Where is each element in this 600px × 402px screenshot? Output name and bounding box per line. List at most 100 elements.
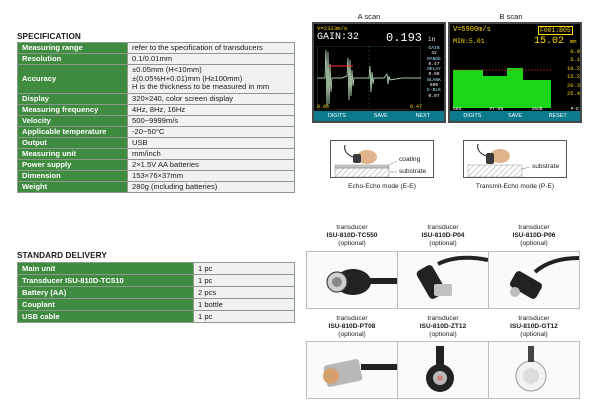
transmit-echo-caption: Transmit-Echo mode (P-E) <box>475 183 555 190</box>
spec-value: 500~9999m/s <box>127 115 295 127</box>
transducer-model: ISU-810D-P06 <box>512 232 556 239</box>
delivery-item: Main unit <box>17 262 194 275</box>
transducer-note: (optional) <box>338 240 366 247</box>
a-scan-axis-min: 0.00 <box>317 104 330 110</box>
spec-value: refer to the specification of transducer… <box>127 42 295 54</box>
a-scan-unit: in <box>428 36 436 43</box>
spec-value-line: ±0.05mm (H<10mm) <box>132 65 202 75</box>
spec-label: Dimension <box>17 170 128 182</box>
b-scan-reading: 15.02 <box>534 36 565 47</box>
b-scan-scale-label: 0.0 <box>570 49 580 55</box>
spec-value-line: 280g (including batteries) <box>132 181 218 191</box>
spec-value: ±0.05mm (H<10mm)±(0.05%H+0.01)mm (H≥100m… <box>127 64 295 94</box>
a-scan-parameter: GAIN <box>428 46 440 51</box>
a-scan-parameter: RANGE <box>427 56 441 62</box>
echo-echo-illustration <box>334 144 398 178</box>
transducer-probe-icon <box>509 256 579 299</box>
spec-label: Measuring unit <box>17 148 128 160</box>
delivery-quantity: 1 pc <box>193 274 295 287</box>
transducer-probe-icon <box>515 346 547 392</box>
spec-label: Power supply <box>17 159 128 171</box>
a-scan-waveform <box>317 46 421 110</box>
transducer-prefix: transducer <box>336 315 368 322</box>
b-scan-title: B scan <box>499 12 523 21</box>
delivery-row: Battery (AA)2 pcs <box>17 286 295 299</box>
transducer-model: ISU-810D-GT12 <box>510 323 558 330</box>
b-scan-file: F001:B05 <box>538 26 573 35</box>
transmit-echo-substrate-label: substrate <box>532 163 560 170</box>
b-scan-scale-label: 25.4 <box>567 91 580 98</box>
delivery-quantity: 2 pcs <box>193 286 295 299</box>
spec-value-line: 0.1/0.01mm <box>132 53 173 63</box>
b-scan-scale-label: 15.2 <box>567 74 580 81</box>
spec-value: 153×76×37mm <box>127 170 295 182</box>
b-scan-save-key[interactable]: SAVE <box>507 113 522 119</box>
transducer-prefix: transducer <box>336 224 368 231</box>
transducer-prefix: transducer <box>518 315 550 322</box>
spec-value-line: H is the thickness to be measured in mm <box>132 82 270 92</box>
delivery-item: Couplant <box>17 298 194 311</box>
echo-echo-substrate-label: substrate <box>399 168 427 175</box>
transducer-prefix: transducer <box>427 315 459 322</box>
b-scan-scale-label: 20.3 <box>567 82 580 89</box>
transducer-prefix: transducer <box>427 224 459 231</box>
a-scan-save-key[interactable]: SAVE <box>373 113 388 119</box>
a-scan-parameter: 600 <box>429 83 439 89</box>
a-scan-digits-key[interactable]: DIGITS <box>327 113 346 119</box>
transducer-photo <box>488 341 580 399</box>
delivery-item: Transducer ISU-810D-TC510 <box>17 274 194 287</box>
a-scan-parameter: 0.00 <box>428 72 440 78</box>
transducer-note: (optional) <box>429 331 457 338</box>
coating-label: coating <box>399 156 421 163</box>
spec-label: Velocity <box>17 115 128 127</box>
transducer-photo <box>306 341 398 399</box>
transmit-echo-illustration <box>467 143 531 178</box>
spec-value: 280g (including batteries) <box>127 181 295 193</box>
a-scan-title: A scan <box>357 12 381 21</box>
transducer-model: ISU-810D-PT08 <box>328 323 376 330</box>
transducer-model: ISU-810D-TC550 <box>326 232 378 239</box>
delivery-item: USB cable <box>17 310 194 323</box>
transducer-note: (optional) <box>520 240 548 247</box>
spec-value-line: 2×1.5V AA batteries <box>132 159 199 169</box>
spec-label: Output <box>17 137 128 149</box>
spec-value-line: 500~9999m/s <box>132 115 179 125</box>
spec-value: 320×240, color screen display <box>127 93 295 105</box>
spec-label: Accuracy <box>17 64 128 94</box>
b-scan-digits-key[interactable]: DIGITS <box>463 113 482 119</box>
delivery-quantity: 1 pc <box>193 262 295 275</box>
b-scan-status-item: 26dB <box>531 107 543 112</box>
a-scan-parameter: 0.07 <box>428 93 440 99</box>
spec-row: Accuracy±0.05mm (H<10mm)±(0.05%H+0.01)mm… <box>17 64 295 94</box>
a-scan-axis-max: 0.47 <box>410 104 423 110</box>
a-scan-next-key[interactable]: NEXT <box>415 113 431 119</box>
transducer-probe-icon <box>416 255 488 299</box>
spec-value-line: 320×240, color screen display <box>132 93 234 103</box>
transmit-echo-diagram: substrate <box>463 140 567 178</box>
delivery-title: STANDARD DELIVERY <box>17 251 107 260</box>
spec-value-line: -20~50°C <box>132 126 165 136</box>
b-scan-velocity: V=5900m/s <box>453 26 491 34</box>
spec-value-line: 153×76×37mm <box>132 170 184 180</box>
a-scan-parameter: DELAY <box>427 67 441 73</box>
transducer-note: (optional) <box>520 331 548 338</box>
b-scan-softkeys: DIGITS SAVE RESET <box>450 111 580 121</box>
spec-row: Dimension 153×76×37mm <box>17 170 295 182</box>
transducer-probe-icon <box>323 359 397 387</box>
b-scan-reset-key[interactable]: RESET <box>548 113 567 119</box>
a-scan-reading: 0.193 <box>386 31 423 45</box>
b-scan-status-item: P-E <box>570 107 579 112</box>
delivery-item: Battery (AA) <box>17 286 194 299</box>
b-scan-profile <box>453 50 551 108</box>
spec-label: Applicable temperature <box>17 126 128 138</box>
spec-value: mm/inch <box>127 148 295 160</box>
